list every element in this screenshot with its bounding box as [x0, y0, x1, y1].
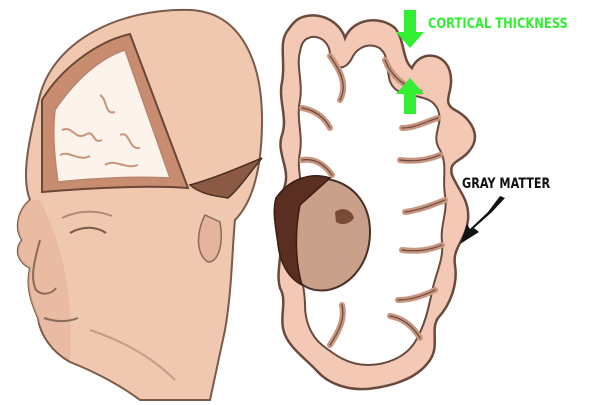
- cortical-thickness-label: CORTICAL THICKNESS: [428, 16, 568, 32]
- ear: [199, 215, 222, 262]
- brain-cross-section: [274, 15, 475, 389]
- gray-matter-label: GRAY MATTER: [462, 176, 550, 192]
- head-illustration: [18, 10, 262, 400]
